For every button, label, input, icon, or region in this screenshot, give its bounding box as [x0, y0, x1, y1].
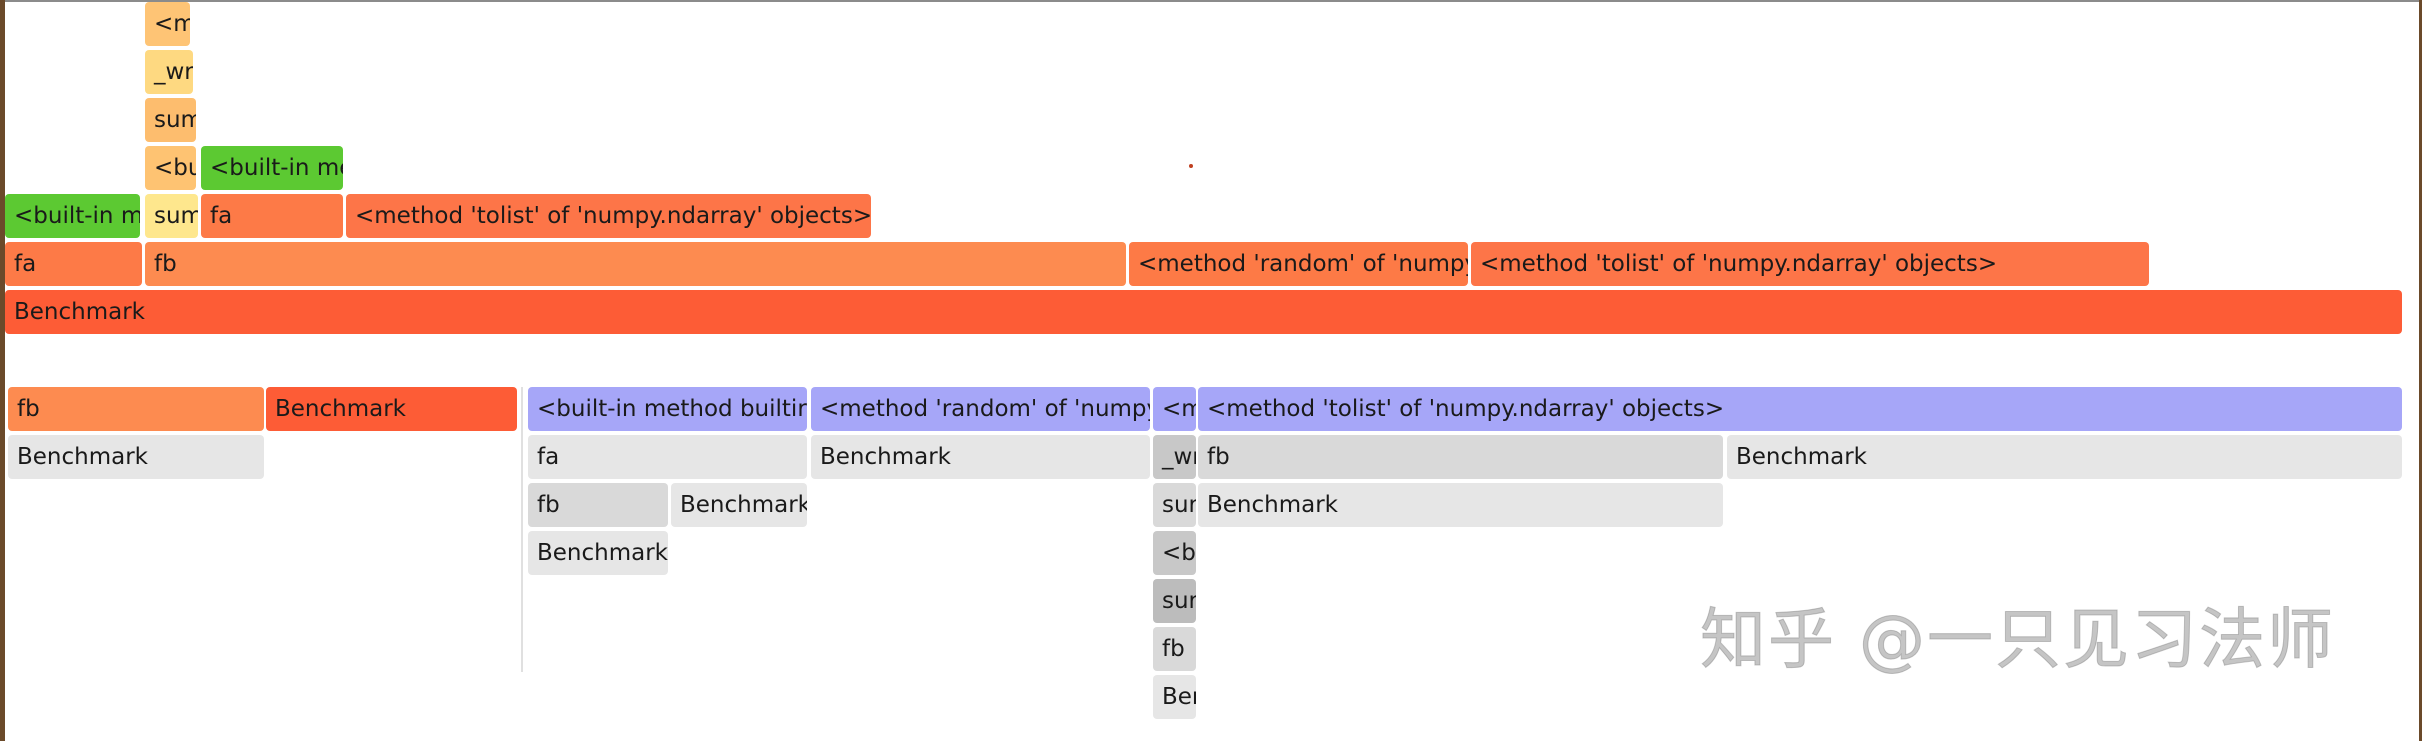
flame-frame-sum-upper[interactable]: sum — [145, 98, 196, 142]
callee-header-tolist[interactable]: <method 'tolist' of 'numpy.ndarray' obje… — [1198, 387, 2402, 431]
callee-header-random[interactable]: <method 'random' of 'numpy — [811, 387, 1150, 431]
flame-frame-method-top[interactable]: <m — [145, 2, 190, 46]
watermark-text: 知乎 @一只见习法师 — [1700, 601, 2335, 679]
flame-frame-fa-nested[interactable]: fa — [201, 194, 343, 238]
callee-header-method-narrow[interactable]: <m — [1153, 387, 1196, 431]
marker-dot — [1189, 164, 1193, 168]
callee-row-sum-deep[interactable]: sur — [1153, 579, 1196, 623]
callee-row-benchmark-narrow[interactable]: Ber — [1153, 675, 1196, 719]
callee-row-fb[interactable]: fb — [528, 483, 668, 527]
window-right-border — [2419, 0, 2422, 741]
window-top-border — [0, 0, 2422, 2]
flame-frame-benchmark[interactable]: Benchmark — [5, 290, 2402, 334]
flame-frame-builtin[interactable]: <built-in m — [5, 194, 140, 238]
panel-divider — [521, 387, 523, 672]
flame-frame-fb[interactable]: fb — [145, 242, 1126, 286]
flame-frame-fa[interactable]: fa — [5, 242, 142, 286]
flame-frame-builtin-method[interactable]: <built-in me — [201, 146, 343, 190]
callee-row-benchmark-deep[interactable]: Benchmark — [528, 531, 668, 575]
caller-header-benchmark[interactable]: Benchmark — [266, 387, 517, 431]
flame-frame-wrapper[interactable]: _wr — [145, 50, 193, 94]
callee-row-tolist-fb[interactable]: fb — [1198, 435, 1723, 479]
callee-row-tolist-benchmark-deep[interactable]: Benchmark — [1198, 483, 1723, 527]
caller-row-benchmark[interactable]: Benchmark — [8, 435, 264, 479]
flame-frame-builtin-short[interactable]: <bu — [145, 146, 196, 190]
callee-row-fb-deep[interactable]: fb — [1153, 627, 1196, 671]
callee-row-builtin[interactable]: <b — [1153, 531, 1196, 575]
caller-header-fb[interactable]: fb — [8, 387, 264, 431]
callee-header-builtin[interactable]: <built-in method builtir — [528, 387, 807, 431]
flame-frame-sum[interactable]: sum — [145, 194, 198, 238]
flame-frame-tolist-nested[interactable]: <method 'tolist' of 'numpy.ndarray' obje… — [346, 194, 871, 238]
flame-frame-tolist[interactable]: <method 'tolist' of 'numpy.ndarray' obje… — [1471, 242, 2149, 286]
callee-row-wrapper[interactable]: _wr — [1153, 435, 1196, 479]
callee-row-tolist-benchmark[interactable]: Benchmark — [1727, 435, 2402, 479]
callee-row-fa[interactable]: fa — [528, 435, 807, 479]
callee-row-random-benchmark[interactable]: Benchmark — [811, 435, 1150, 479]
callee-row-sum[interactable]: sur — [1153, 483, 1196, 527]
window-left-border — [0, 0, 5, 741]
callee-row-benchmark[interactable]: Benchmark — [671, 483, 807, 527]
flame-frame-random[interactable]: <method 'random' of 'numpy — [1129, 242, 1468, 286]
